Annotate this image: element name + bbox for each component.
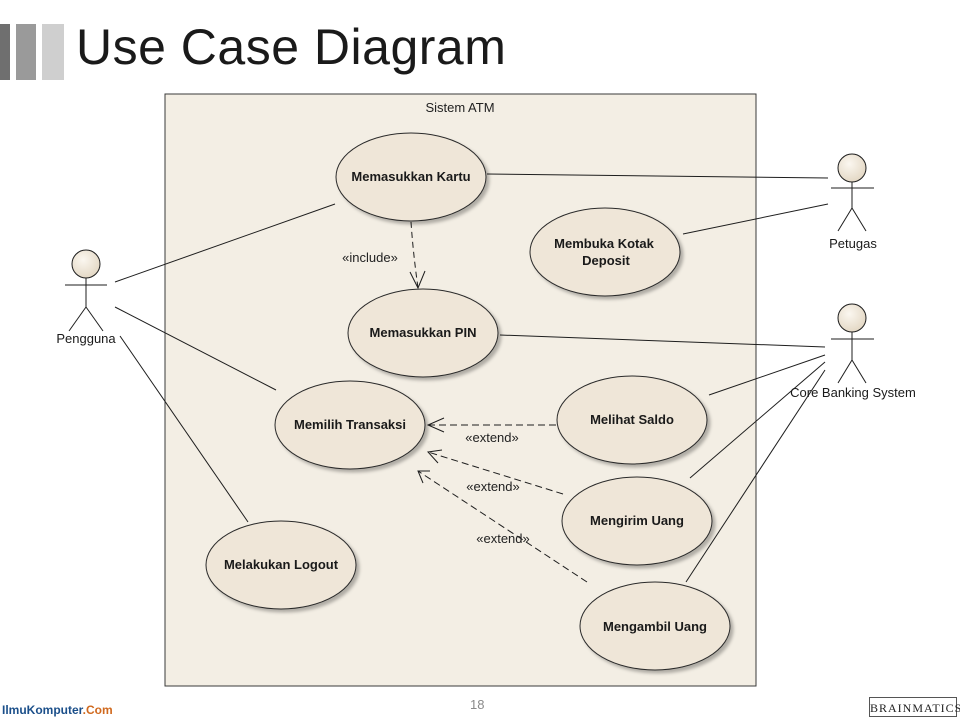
title-accent-bar-light (42, 24, 64, 80)
page-number: 18 (470, 697, 485, 712)
use-case-mengambil-uang[interactable]: Mengambil Uang (579, 581, 731, 671)
use-case-label: Memasukkan Kartu (351, 169, 470, 184)
use-case-memasukkan-pin[interactable]: Memasukkan PIN (347, 288, 499, 378)
title-accent-bar-dark (0, 24, 10, 80)
use-case-memilih-transaksi[interactable]: Memilih Transaksi (274, 380, 426, 470)
actor-head-icon (837, 153, 867, 183)
association-core-saldo (708, 354, 826, 396)
include-arrow-kartu-pin (410, 221, 419, 289)
actor-core-banking-system[interactable] (831, 303, 874, 384)
use-case-label: Mengirim Uang (590, 513, 684, 528)
association-core-kirim (689, 361, 826, 479)
extend-label-ambil: «extend» (476, 531, 530, 546)
footer-logo-text: IlmuKomputer (2, 703, 83, 717)
use-case-label: Melakukan Logout (224, 557, 339, 572)
actor-name-core-banking-system: Core Banking System (790, 385, 916, 400)
use-case-membuka-kotak-deposit[interactable]: Membuka Kotak Deposit (529, 207, 681, 297)
footer-logo-suffix: .Com (82, 703, 113, 717)
include-arrowhead (409, 270, 426, 290)
use-case-mengirim-uang[interactable]: Mengirim Uang (561, 476, 713, 566)
use-case-label: Mengambil Uang (603, 619, 707, 634)
use-case-melihat-saldo[interactable]: Melihat Saldo (556, 375, 708, 465)
actor-head-icon (71, 249, 101, 279)
association-petugas-kartu (486, 173, 829, 179)
extend-label-kirim: «extend» (466, 479, 520, 494)
association-core-pin (499, 334, 826, 348)
use-case-label: Memilih Transaksi (294, 417, 406, 432)
association-pengguna-logout (119, 335, 249, 523)
actor-name-petugas: Petugas (829, 236, 877, 251)
extend-arrowhead-ambil (417, 470, 430, 484)
use-case-memasukkan-kartu[interactable]: Memasukkan Kartu (335, 132, 487, 222)
footer-logo-ilmukomputer[interactable]: IlmuKomputer.Com (2, 703, 113, 717)
use-case-label-line1: Membuka Kotak (554, 236, 654, 251)
footer-logo-brainmatics[interactable]: BRAINMATICS (869, 697, 960, 717)
use-case-label: Melihat Saldo (590, 412, 674, 427)
extend-arrow-ambil-transaksi (417, 470, 588, 583)
use-case-label-line2: Deposit (582, 253, 630, 268)
association-pengguna-kartu (114, 203, 336, 283)
actor-name-pengguna: Pengguna (56, 331, 116, 346)
association-pengguna-transaksi (114, 306, 277, 391)
use-case-diagram: Sistem ATM «include» «extend» «extend» «… (56, 93, 916, 687)
actor-petugas[interactable] (831, 153, 874, 232)
extend-arrowhead-saldo (426, 417, 445, 433)
actor-head-icon (837, 303, 867, 333)
association-petugas-kotak (682, 203, 829, 235)
actor-pengguna[interactable] (65, 249, 107, 332)
slide-title: Use Case Diagram (76, 19, 507, 75)
include-label: «include» (342, 250, 398, 265)
association-core-ambil (685, 369, 826, 583)
title-accent-bar-mid (16, 24, 36, 80)
extend-label-saldo: «extend» (465, 430, 519, 445)
extend-arrowhead-kirim (426, 449, 443, 464)
system-name: Sistem ATM (425, 100, 494, 115)
use-case-melakukan-logout[interactable]: Melakukan Logout (205, 520, 357, 610)
use-case-label: Memasukkan PIN (370, 325, 477, 340)
extend-arrow-kirim-transaksi (427, 451, 564, 495)
